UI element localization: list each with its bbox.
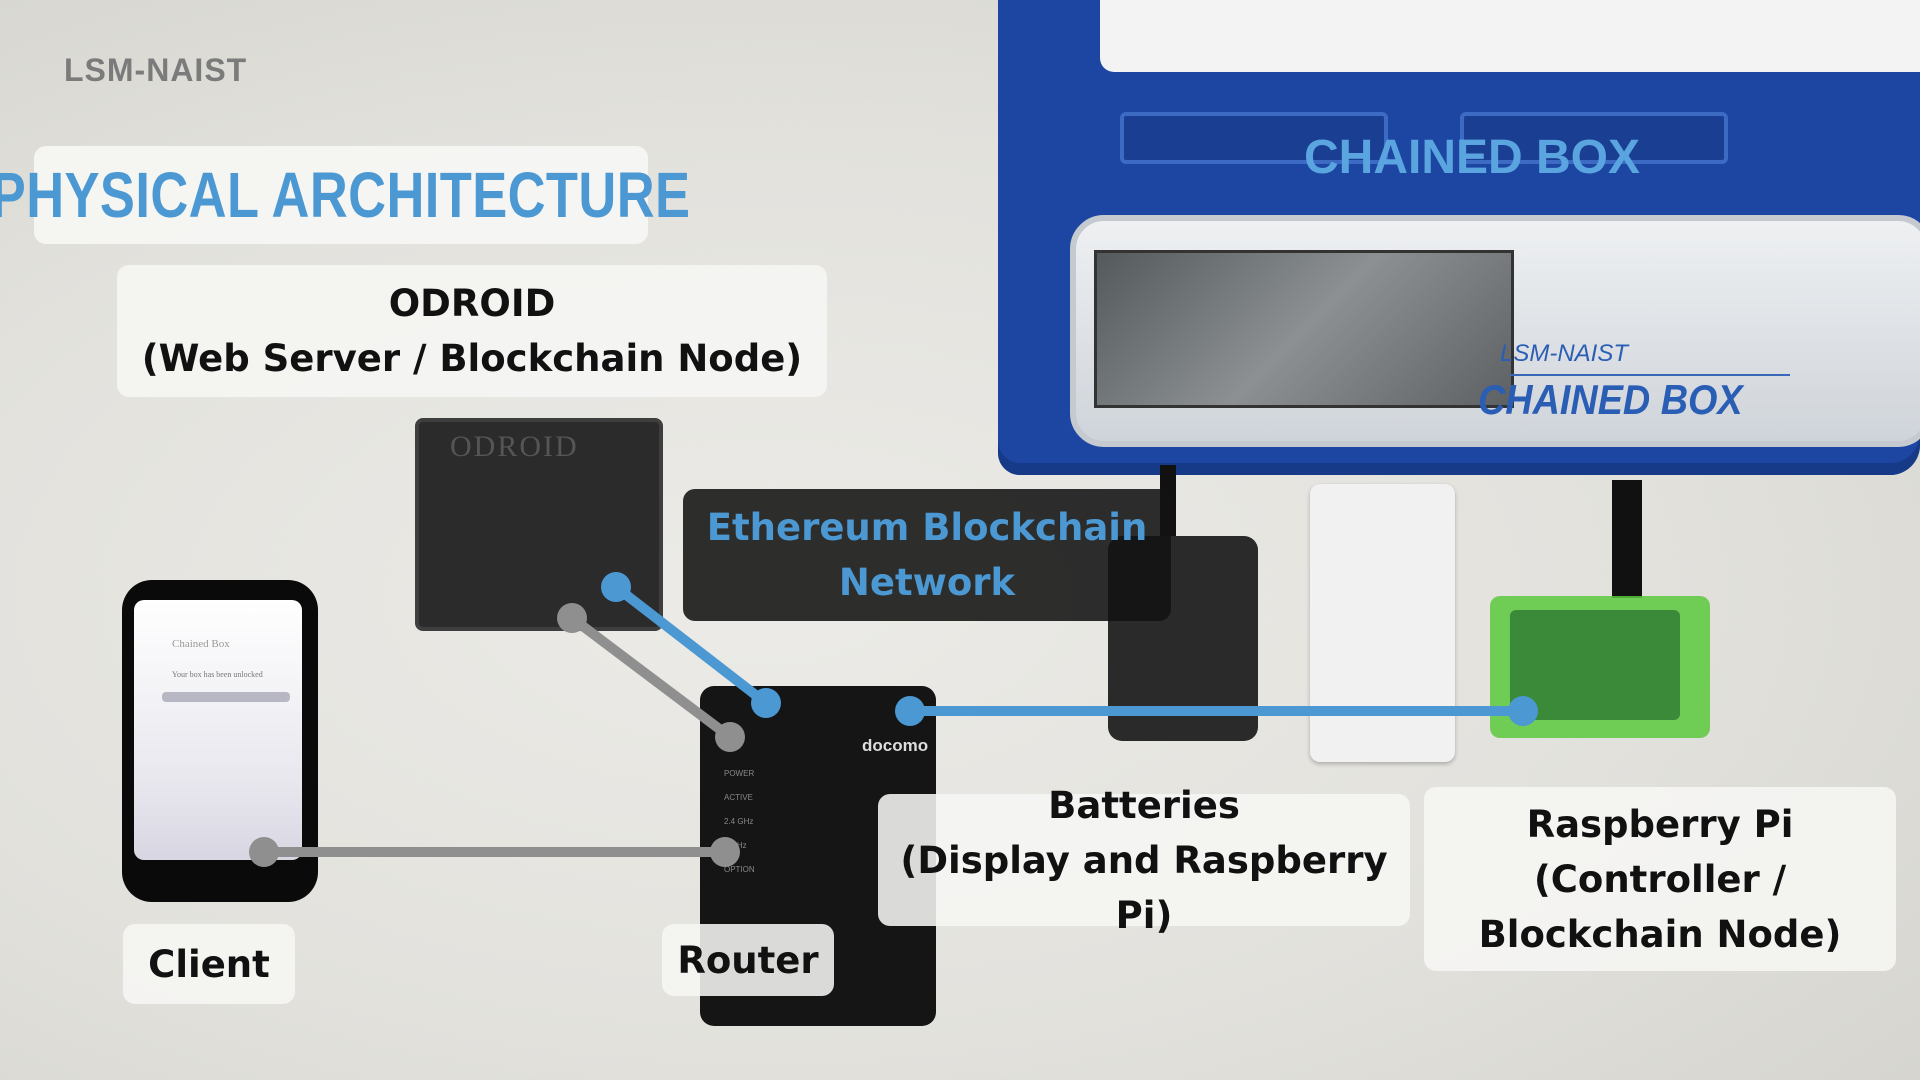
brand-label: LSM-NAIST <box>64 52 248 88</box>
raspberry-pi-board <box>1510 610 1680 720</box>
box-display-screen <box>1094 250 1514 408</box>
odroid-device <box>415 418 663 631</box>
router-led-label: 2.4 GHz <box>724 817 754 826</box>
network-label-line1: Ethereum Blockchain <box>706 506 1148 549</box>
pi-usb-cable <box>1612 480 1642 598</box>
node-router-blockchain-a <box>751 688 781 718</box>
page-title: PHYSICAL ARCHITECTURE <box>0 159 691 231</box>
link-odroid-router-blockchain <box>611 582 771 708</box>
node-router-blockchain-b <box>895 696 925 726</box>
phone-unlock-message: Your box has been unlocked <box>172 670 263 679</box>
title-box: PHYSICAL ARCHITECTURE <box>0 146 690 244</box>
batteries-label-name: Batteries <box>1048 783 1240 827</box>
odroid-logo: ODROID <box>450 430 579 463</box>
router-led-label: OPTION <box>724 865 755 874</box>
client-label-text: Client <box>148 942 270 986</box>
raspberry-pi-label: Raspberry Pi (Controller / Blockchain No… <box>1424 787 1896 971</box>
box-hinge <box>1120 112 1388 164</box>
node-router-client <box>710 837 740 867</box>
router-label-text: Router <box>677 938 819 982</box>
pi-label-role-1: (Controller / <box>1533 857 1787 901</box>
node-pi-blockchain <box>1508 696 1538 726</box>
router-label: Router <box>662 924 834 996</box>
batteries-label: Batteries (Display and Raspberry Pi) <box>878 784 1410 937</box>
client-label: Client <box>123 924 295 1004</box>
odroid-label: ODROID (Web Server / Blockchain Node) <box>117 265 827 397</box>
phone-screen <box>134 600 302 860</box>
box-plate-brand: LSM-NAIST <box>1500 340 1629 367</box>
chained-box-lid-top <box>1100 0 1920 72</box>
node-odroid-local <box>557 603 587 633</box>
pi-label-name: Raspberry Pi <box>1526 802 1794 846</box>
odroid-label-role: (Web Server / Blockchain Node) <box>141 337 803 380</box>
router-led-label: ACTIVE <box>724 793 753 802</box>
node-odroid-blockchain <box>601 572 631 602</box>
box-plate-name: CHAINED BOX <box>1478 376 1743 423</box>
box-hinge <box>1460 112 1728 164</box>
network-label: Ethereum Blockchain Network <box>683 489 1171 621</box>
chained-box-label: CHAINED BOX <box>1304 131 1641 184</box>
node-router-local <box>715 722 745 752</box>
odroid-label-name: ODROID <box>388 282 556 325</box>
box-plate-divider <box>1510 374 1790 376</box>
node-client <box>249 837 279 867</box>
pi-label-role-2: Blockchain Node) <box>1478 912 1842 956</box>
router-brand: docomo <box>862 736 929 755</box>
network-label-line2: Network <box>838 561 1016 604</box>
batteries-label-role: (Display and Raspberry Pi) <box>900 838 1388 937</box>
phone-app-title: Chained Box <box>172 638 230 650</box>
link-odroid-router-local <box>567 613 735 742</box>
router-led-label: POWER <box>724 769 755 778</box>
phone-button-bar <box>162 692 290 702</box>
